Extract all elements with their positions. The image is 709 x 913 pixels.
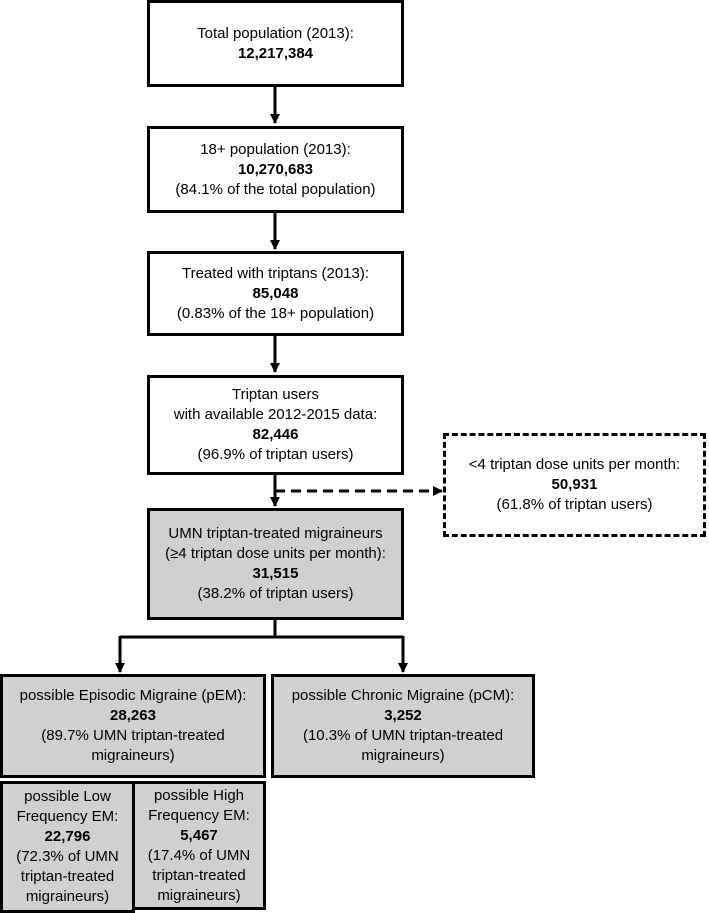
- triptan-users-label: Triptan users: [232, 386, 319, 403]
- high-frequency-em-note-3: migraineurs): [157, 886, 241, 904]
- total-population-label: Total population (2013):: [197, 24, 354, 42]
- pem-label: possible Episodic Migraine (pEM):: [19, 687, 247, 704]
- triptan-treated-value: 85,048: [252, 284, 299, 302]
- triptan-treated-label: Treated with triptans (2013):: [181, 264, 370, 282]
- high-frequency-em-label: possible High: [153, 786, 245, 804]
- low-frequency-em-note: (72.3% of UMN: [16, 848, 119, 865]
- pcm-box: possible Chronic Migraine (pCM): 3,252 (…: [271, 674, 535, 778]
- umn-migraineurs-box: UMN triptan-treated migraineurs (≥4 trip…: [147, 508, 404, 620]
- pem-note: (89.7% UMN triptan-treated: [41, 727, 225, 744]
- triptan-users-note: (96.9% of triptan users): [197, 446, 354, 463]
- high-frequency-em-value: 5,467: [180, 826, 218, 844]
- pcm-value: 3,252: [384, 707, 422, 724]
- adult-population-box: 18+ population (2013): 10,270,683 (84.1%…: [147, 126, 404, 213]
- low-dose-note: (61.8% of triptan users): [496, 496, 653, 513]
- adult-population-label: 18+ population (2013):: [200, 140, 351, 158]
- pcm-label: possible Chronic Migraine (pCM):: [291, 687, 515, 704]
- high-frequency-em-note: (17.4% of UMN: [147, 846, 251, 864]
- low-dose-value: 50,931: [551, 476, 598, 493]
- pem-note-2: migraineurs): [91, 747, 175, 764]
- umn-migraineurs-note: (38.2% of triptan users): [197, 585, 354, 602]
- triptan-users-label-2: with available 2012-2015 data:: [173, 406, 378, 423]
- triptan-treated-note: (0.83% of the 18+ population): [176, 304, 375, 322]
- adult-population-value: 10,270,683: [237, 160, 314, 178]
- high-frequency-em-label-2: Frequency EM:: [148, 806, 250, 824]
- total-population-box: Total population (2013): 12,217,384: [147, 0, 404, 87]
- total-population-value: 12,217,384: [237, 44, 314, 62]
- adult-population-note: (84.1% of the total population): [175, 180, 376, 198]
- low-frequency-em-value: 22,796: [44, 828, 91, 845]
- triptan-treated-box: Treated with triptans (2013): 85,048 (0.…: [147, 251, 404, 336]
- high-frequency-em-note-2: triptan-treated: [152, 866, 246, 884]
- umn-migraineurs-value: 31,515: [252, 565, 299, 582]
- low-frequency-em-note-2: triptan-treated: [20, 868, 115, 885]
- umn-migraineurs-label-2: (≥4 triptan dose units per month):: [165, 545, 386, 562]
- triptan-users-box: Triptan users with available 2012-2015 d…: [147, 375, 404, 475]
- low-frequency-em-box: possible Low Frequency EM: 22,796 (72.3%…: [0, 781, 135, 913]
- low-frequency-em-label-2: Frequency EM:: [16, 808, 119, 825]
- pcm-note-2: migraineurs): [361, 747, 445, 764]
- triptan-users-value: 82,446: [252, 426, 299, 443]
- low-frequency-em-note-3: migraineurs): [25, 888, 110, 905]
- low-dose-box: <4 triptan dose units per month: 50,931 …: [443, 433, 706, 537]
- low-dose-label: <4 triptan dose units per month:: [468, 456, 681, 473]
- pem-box: possible Episodic Migraine (pEM): 28,263…: [0, 674, 266, 778]
- pcm-note: (10.3% of UMN triptan-treated: [302, 727, 504, 744]
- low-frequency-em-label: possible Low: [24, 788, 111, 805]
- pem-value: 28,263: [110, 707, 156, 724]
- umn-migraineurs-label: UMN triptan-treated migraineurs: [168, 525, 383, 542]
- high-frequency-em-box: possible High Frequency EM: 5,467 (17.4%…: [132, 781, 266, 910]
